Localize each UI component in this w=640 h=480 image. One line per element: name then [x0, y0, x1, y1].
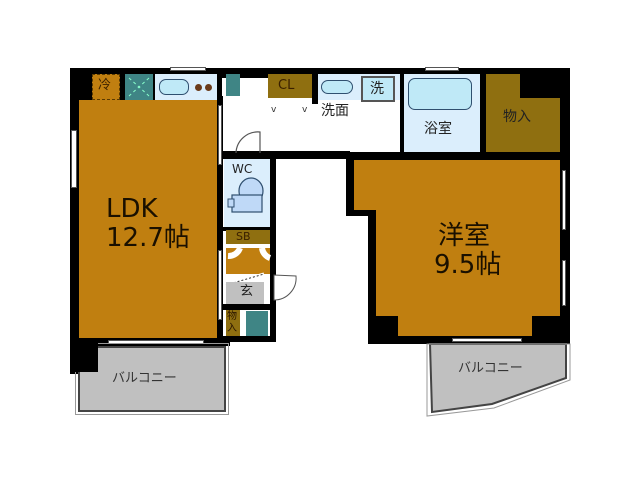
shoe-box: SB	[226, 230, 270, 244]
western-wall-top	[346, 152, 566, 160]
western-balcony-window	[452, 338, 522, 342]
storage-main-label: 物入	[503, 109, 531, 125]
entrance-step	[226, 248, 270, 274]
western-wall-left	[346, 152, 354, 214]
kitchen-counter	[155, 74, 217, 100]
western-floor-lower	[376, 208, 560, 338]
hall-wall-bottom	[222, 151, 350, 159]
kitchen-sink	[159, 79, 189, 95]
hall-cabinet	[226, 74, 240, 96]
svg-text:v: v	[271, 105, 277, 115]
western-size: 9.5帖	[434, 250, 502, 281]
balcony-left-column	[70, 338, 98, 372]
bathroom-label: 浴室	[424, 121, 452, 137]
western-floor	[354, 160, 560, 210]
western-side-window-upper	[562, 170, 566, 230]
bath-wall-right	[480, 74, 486, 154]
washer-space: 洗	[361, 76, 395, 102]
washer-label: 洗	[370, 81, 384, 97]
ldk-entrance-door	[218, 250, 222, 320]
fridge-space: 冷	[92, 74, 120, 100]
fridge-label: 冷	[98, 78, 112, 93]
bathtub	[408, 78, 472, 110]
wc-wall-bottom	[222, 227, 274, 231]
ldk-size: 12.7帖	[106, 223, 190, 254]
balcony-left: バルコニー	[75, 343, 229, 415]
entrance-wall	[222, 304, 276, 310]
ldk-hall-door	[218, 105, 222, 165]
ldk-label: LDK 12.7帖	[106, 194, 190, 254]
bath-wall-left	[400, 74, 404, 152]
outer-wall-left	[70, 68, 80, 374]
ldk-left-window	[71, 130, 77, 188]
ldk-name: LDK	[106, 194, 158, 224]
bath-window	[425, 67, 459, 71]
entrance-label: 玄	[240, 284, 254, 299]
wc-label: WC	[232, 162, 253, 176]
storage-small: 物入	[226, 310, 240, 338]
western-label: 洋室 9.5帖	[434, 221, 502, 281]
western-side-window-lower	[562, 260, 566, 306]
wash-basin	[321, 80, 353, 94]
western-wall-left-lower	[368, 208, 376, 344]
wc-wall-right	[270, 152, 276, 342]
shoe-box-label: SB	[236, 230, 251, 243]
entrance-cabinet	[246, 311, 268, 337]
stove-burner-icon	[195, 84, 202, 91]
entrance-bottom-wall	[222, 336, 276, 342]
storage-notch	[520, 74, 560, 98]
western-wall-step	[346, 208, 376, 216]
kitchen-window	[170, 67, 206, 71]
closet-label: CL	[278, 78, 295, 93]
balcony-right-label: バルコニー	[458, 361, 523, 376]
entrance-floor: 玄	[226, 282, 264, 304]
western-name: 洋室	[438, 221, 491, 251]
stove-burner-icon	[205, 84, 212, 91]
washroom-label: 洗面	[321, 103, 349, 119]
cabinet-cross-icon	[128, 77, 150, 97]
closet-side-wall	[312, 74, 318, 104]
ldk-balcony-window	[108, 340, 204, 344]
outer-wall-top-right	[222, 68, 570, 78]
balcony-left-label: バルコニー	[112, 371, 177, 386]
closet: CL	[268, 74, 312, 98]
kitchen-cabinet	[125, 74, 153, 100]
ldk-floor	[79, 100, 219, 340]
ldk-wall-right	[217, 96, 223, 346]
svg-text:v: v	[302, 105, 308, 115]
storage-small-label: 物入	[227, 311, 237, 334]
